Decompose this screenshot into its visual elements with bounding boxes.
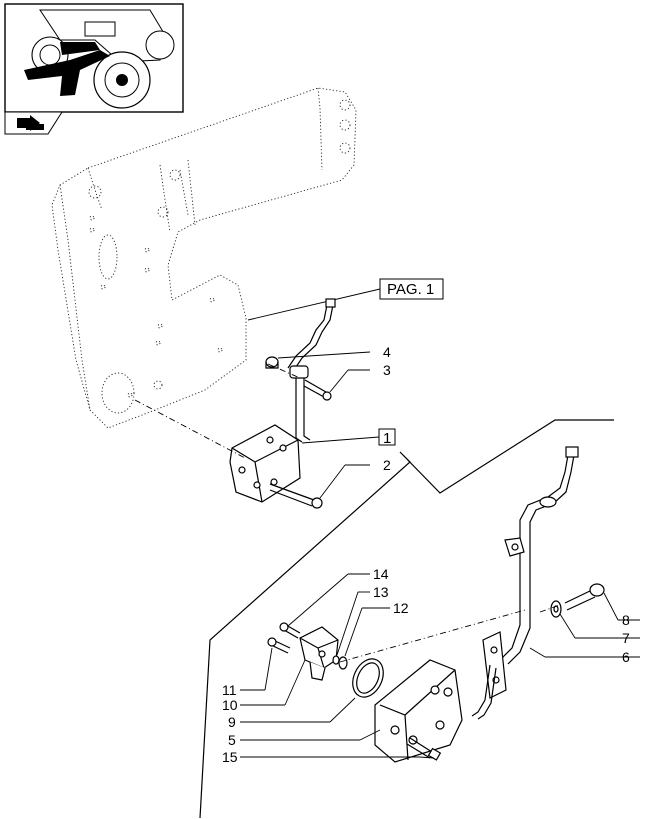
screw-part-14[interactable] — [279, 622, 301, 639]
page-reference[interactable]: PAG. 1 — [247, 278, 444, 321]
callout-3[interactable]: 3 — [383, 362, 391, 378]
detail-zoom-frame — [199, 419, 614, 819]
callout-5[interactable]: 5 — [228, 732, 236, 748]
seal-part-13[interactable] — [332, 655, 340, 665]
callout-10[interactable]: 10 — [222, 697, 238, 713]
callout-4[interactable]: 4 — [383, 344, 391, 360]
elbow-part-10[interactable] — [299, 626, 339, 681]
flange-block-upper[interactable] — [229, 424, 301, 503]
pipe-part-6[interactable] — [499, 446, 579, 665]
sensor-assembly-upper — [134, 298, 336, 509]
bolt-part-8[interactable] — [564, 583, 605, 611]
bolt-part-2[interactable] — [269, 483, 323, 509]
callout-9[interactable]: 9 — [228, 714, 236, 730]
tractor-thumbnail-icon — [24, 9, 175, 109]
callout-6[interactable]: 6 — [622, 649, 630, 665]
callout-8[interactable]: 8 — [622, 612, 630, 628]
callout-15[interactable]: 15 — [222, 749, 238, 765]
sensor-assembly-detail — [267, 446, 605, 763]
bracket-plate — [471, 631, 507, 720]
arrow-nav-icon[interactable] — [4, 111, 63, 135]
group-reference[interactable]: 1 — [301, 428, 396, 447]
callout-11[interactable]: 11 — [222, 682, 237, 698]
callout-13[interactable]: 13 — [373, 584, 389, 600]
washer-part-7[interactable] — [550, 600, 562, 618]
location-thumbnail — [4, 3, 184, 135]
callout-12[interactable]: 12 — [393, 600, 409, 616]
bolt-part-3[interactable] — [303, 379, 332, 401]
screw-part-11[interactable] — [267, 637, 291, 654]
leader-lines — [240, 351, 640, 759]
flange-block-part-5[interactable] — [374, 659, 463, 763]
callout-numbers: 4 3 2 14 13 12 8 7 6 11 10 9 5 15 — [222, 344, 630, 765]
oring-part-9[interactable] — [347, 654, 389, 702]
nut-part-4[interactable] — [265, 356, 279, 369]
callout-2[interactable]: 2 — [383, 457, 391, 473]
washer-part-12[interactable] — [338, 656, 348, 670]
callout-14[interactable]: 14 — [373, 566, 389, 582]
front-support-frame — [51, 87, 357, 429]
page-reference-label: PAG. 1 — [387, 281, 434, 298]
group-reference-label: 1 — [383, 430, 391, 447]
callout-7[interactable]: 7 — [622, 630, 630, 646]
